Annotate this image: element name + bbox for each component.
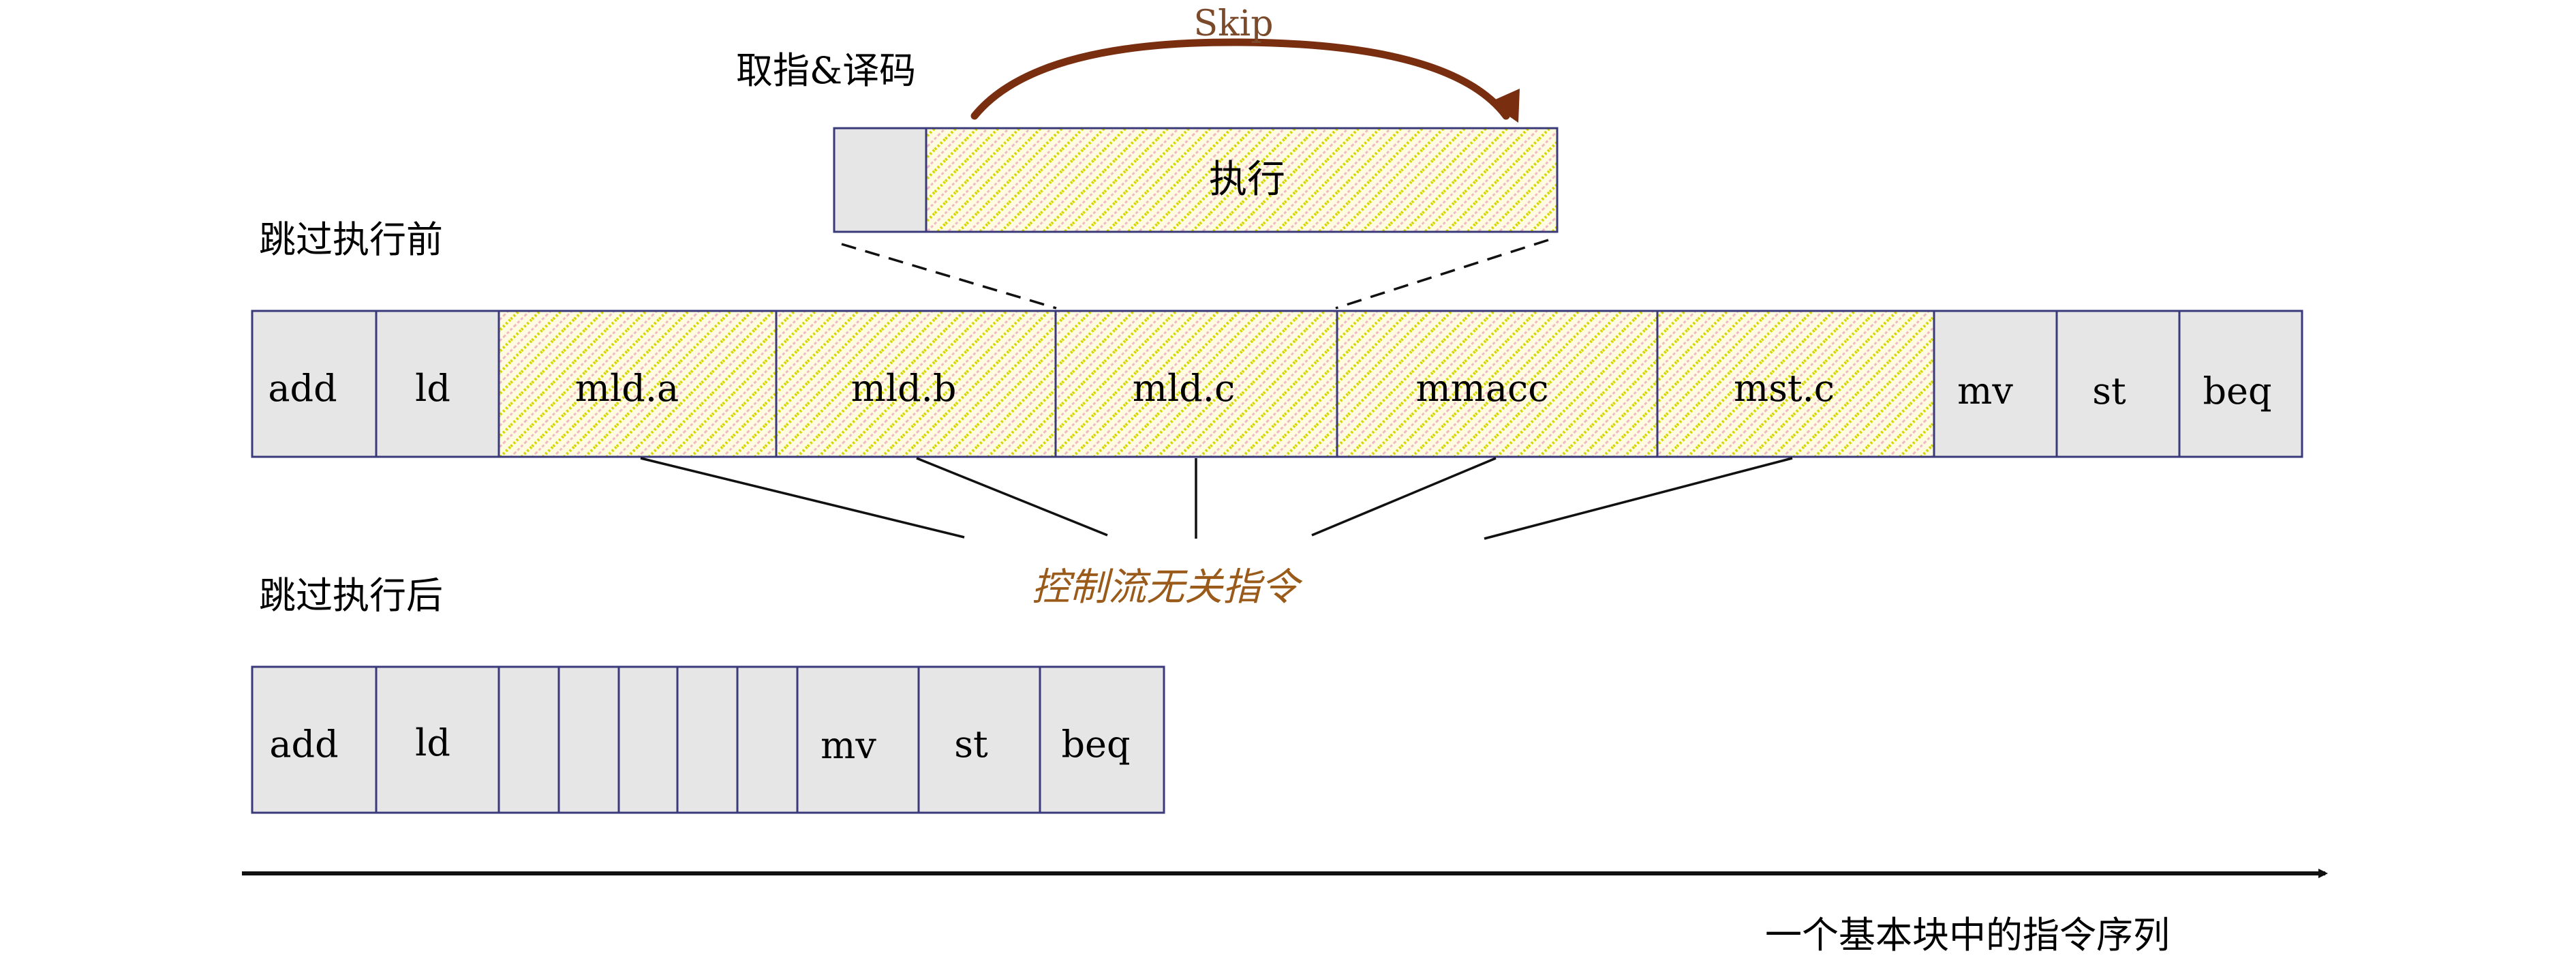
callout-line-1 <box>640 457 965 539</box>
skip-arc-arrow: Skip <box>970 3 1520 123</box>
after-text-beq: beq <box>1061 723 1130 766</box>
after-skip-label: 跳过执行后 <box>259 574 443 617</box>
before-cell-st <box>2055 310 2181 458</box>
skip-label: Skip <box>1193 3 1273 44</box>
zoom-dashed-line-left <box>841 243 1057 310</box>
callout-line-4 <box>1311 457 1497 537</box>
skip-arc-head <box>1489 89 1520 123</box>
after-cell-st <box>917 665 1041 814</box>
fetch-decode-box <box>833 127 927 233</box>
after-cell-ld <box>375 665 500 814</box>
before-text-add: add <box>268 367 337 410</box>
execute-label: 执行 <box>1209 158 1285 202</box>
top-pipeline-unit: 执行 取指&译码 <box>736 49 1559 233</box>
before-text-mld-c: mld.c <box>1133 367 1235 410</box>
after-cell-skipped-4 <box>676 665 739 814</box>
after-text-ld: ld <box>415 721 450 764</box>
before-cell-add <box>251 310 378 458</box>
before-text-mv: mv <box>1957 370 2013 412</box>
control-flow-callout-lines <box>640 457 1793 540</box>
after-cell-skipped-1 <box>497 665 560 814</box>
after-text-st: st <box>954 723 988 766</box>
fetch-decode-label: 取指&译码 <box>736 49 916 92</box>
before-text-mmacc: mmacc <box>1415 367 1548 410</box>
zoom-dashed-line-right <box>1335 239 1549 310</box>
after-cell-beq <box>1039 665 1165 814</box>
execute-box <box>925 127 1559 233</box>
before-text-ld: ld <box>415 367 450 410</box>
before-text-mld-a: mld.a <box>575 367 679 410</box>
before-text-mld-b: mld.b <box>851 367 957 410</box>
before-text-mst-c: mst.c <box>1734 367 1835 410</box>
before-skip-label: 跳过执行前 <box>259 218 443 261</box>
before-cell-mld-c <box>1054 310 1338 458</box>
before-cell-beq <box>2178 310 2303 458</box>
after-row: add ld mv st beq <box>251 665 1165 814</box>
before-cell-mv <box>1933 310 2058 458</box>
skip-arc-path <box>970 38 1510 120</box>
before-cell-ld <box>375 310 500 458</box>
after-text-add: add <box>269 723 338 766</box>
after-cell-skipped-2 <box>557 665 620 814</box>
after-text-mv: mv <box>821 724 876 767</box>
callout-line-5 <box>1484 457 1793 540</box>
before-row: add ld mld.a mld.b mld.c mmacc mst.c mv … <box>251 310 2303 458</box>
after-cell-skipped-5 <box>736 665 799 814</box>
callout-line-2 <box>916 457 1108 537</box>
before-cell-mst-c <box>1656 310 1935 458</box>
control-flow-independent-label: 控制流无关指令 <box>1032 565 1303 610</box>
after-cell-skipped-3 <box>617 665 679 814</box>
after-cell-add <box>251 665 378 814</box>
axis-label: 一个基本块中的指令序列 <box>1765 914 2170 957</box>
after-cell-mv <box>796 665 920 814</box>
before-text-beq: beq <box>2203 370 2271 412</box>
before-text-st: st <box>2092 370 2126 412</box>
